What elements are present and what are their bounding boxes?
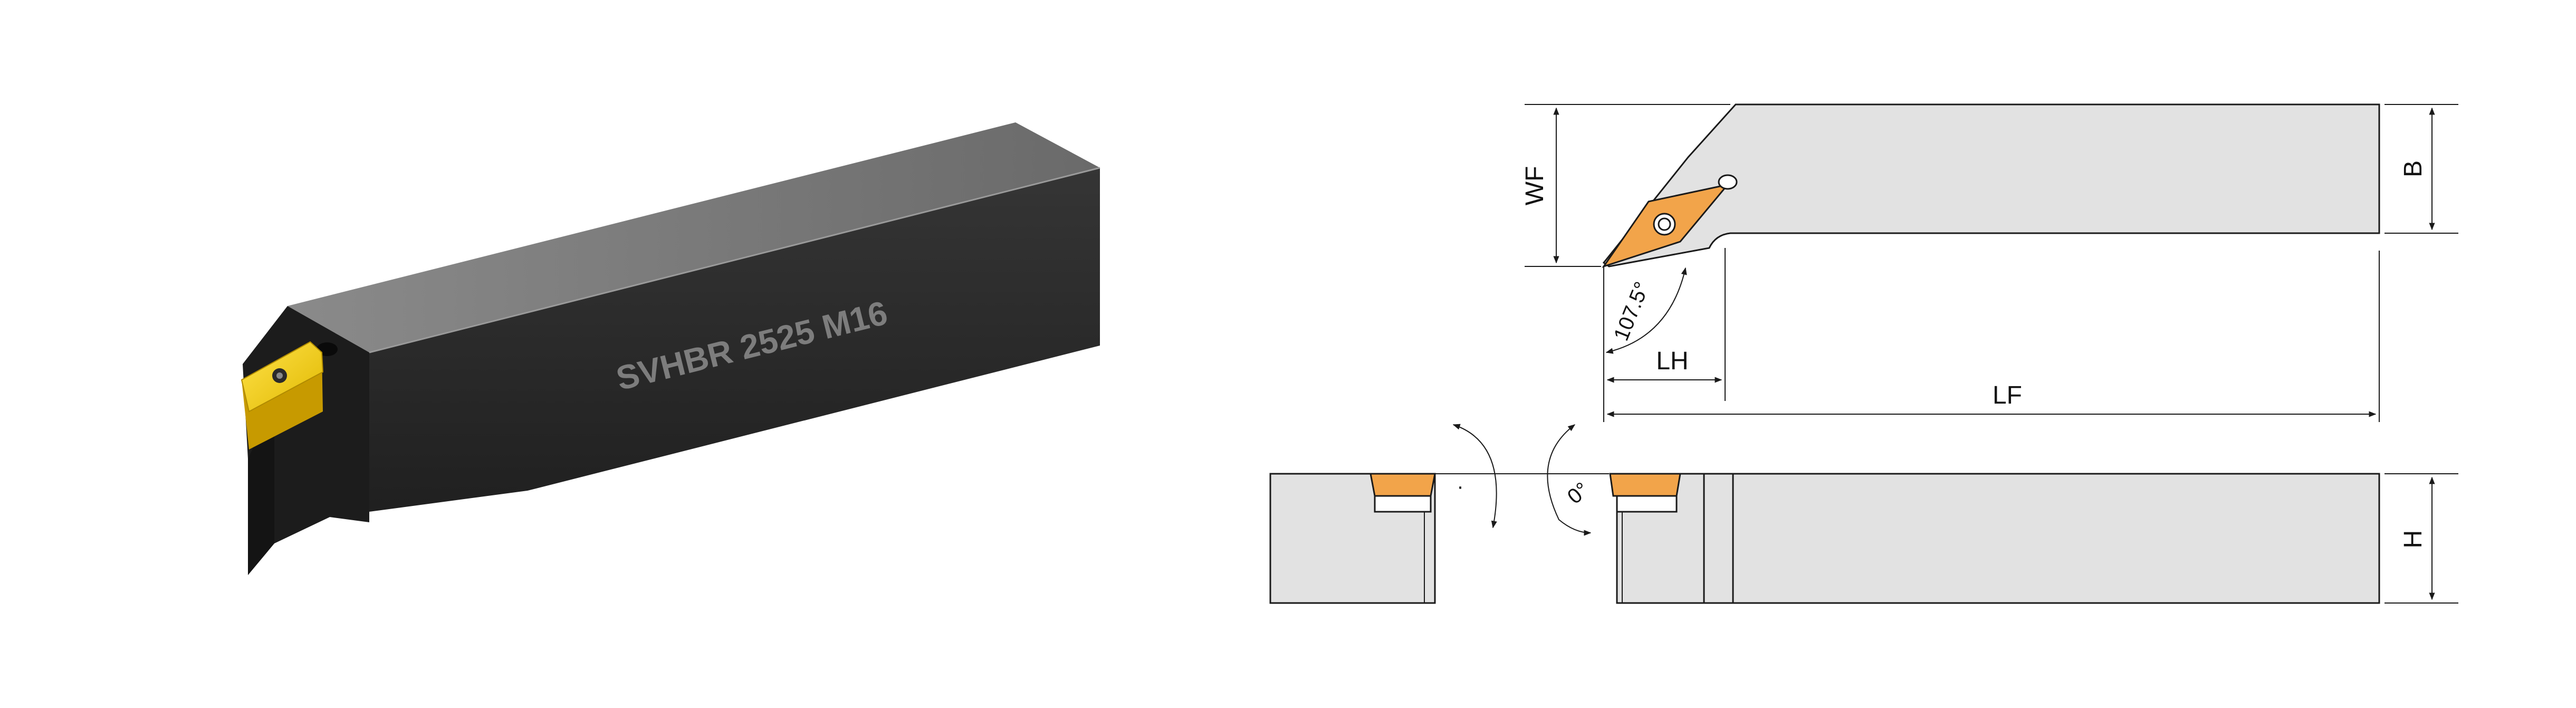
side-view: [1269, 424, 2458, 604]
side-view-body: [1616, 473, 2380, 604]
top-view-screw-ring: [1658, 217, 1671, 231]
label-lf: LF: [1993, 381, 2022, 409]
top-view-insert-screw-icon: [1653, 213, 1676, 236]
top-view: [1525, 103, 2458, 422]
end-view-shim: [1374, 495, 1432, 513]
end-view-insert: [1370, 473, 1436, 497]
holder-top-face: [288, 122, 1100, 352]
label-h: H: [2399, 530, 2427, 549]
clearance-arc: [1452, 424, 1497, 529]
isometric-view: SVHBR 2525 M16: [241, 122, 1100, 575]
label-b: B: [2399, 160, 2427, 177]
holder-side-face: [274, 168, 1100, 543]
label-wf: WF: [1521, 166, 1549, 206]
label-lh: LH: [1656, 347, 1688, 375]
label-inclination-angle: 0°: [1563, 478, 1594, 509]
side-view-insert: [1609, 473, 1681, 497]
label-clearance-mark: ·: [1457, 475, 1463, 498]
inclination-arc: [1547, 424, 1592, 536]
top-view-pin-hole: [1718, 174, 1738, 190]
insert-screw-center: [276, 372, 283, 379]
holder-edge-highlight: [369, 167, 1100, 353]
side-view-shim: [1616, 495, 1678, 513]
angle-arc-107: [1605, 267, 1687, 354]
